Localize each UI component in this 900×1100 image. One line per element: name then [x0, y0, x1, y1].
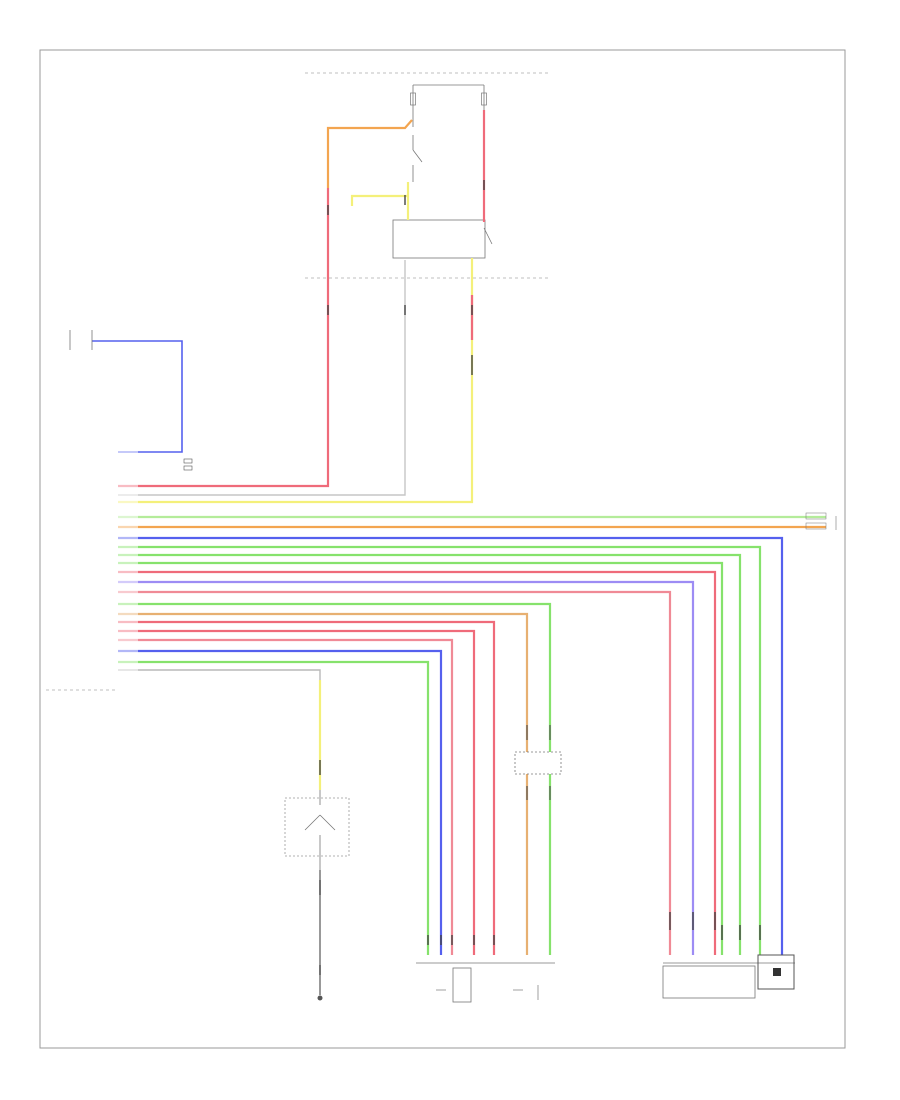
junction-connector: [183, 458, 193, 471]
wire-violet-right: [118, 580, 695, 955]
wire-gray-range: [118, 669, 321, 680]
sensor-left: [69, 330, 93, 350]
wire-blue-sensor: [92, 340, 183, 453]
wire-red-left: [118, 188, 330, 488]
wire-green-right-c: [118, 561, 724, 955]
wire-red-input-b: [118, 629, 476, 955]
wire-red-right: [118, 570, 717, 955]
wire-yellow-right: [118, 258, 474, 504]
wire-blue-input: [118, 649, 443, 955]
wire-yellow-relay: [350, 182, 410, 220]
wire-red-input-a: [118, 620, 496, 955]
wire-green-right-b: [118, 553, 742, 955]
starter-relay: [392, 219, 493, 259]
output-shaft-sensor: [662, 954, 795, 999]
diagram-frame: [39, 49, 846, 1049]
wire-color-codes: [116, 449, 138, 671]
wire-green-input: [118, 660, 430, 955]
relay-switch: [412, 135, 423, 182]
wire-green-junction: [118, 602, 552, 955]
junction-middle: [514, 725, 562, 800]
wire-orange-top: [326, 119, 413, 188]
wire-blue-right: [118, 536, 784, 955]
wire-pink-input: [118, 638, 454, 955]
wire-pink-right: [118, 590, 672, 955]
transmission-range-switch: [284, 790, 350, 870]
wire-tan-junction: [118, 612, 529, 955]
wire-gray-mid: [118, 260, 406, 496]
wire-green-right-a: [118, 545, 762, 955]
ground-symbol: [317, 995, 323, 1001]
fuse-b: [481, 85, 487, 110]
connector-pins: [319, 180, 761, 975]
fuse-a: [410, 85, 416, 127]
input-shaft-sensor: [416, 962, 555, 1003]
right-edge-connector: [805, 512, 837, 530]
